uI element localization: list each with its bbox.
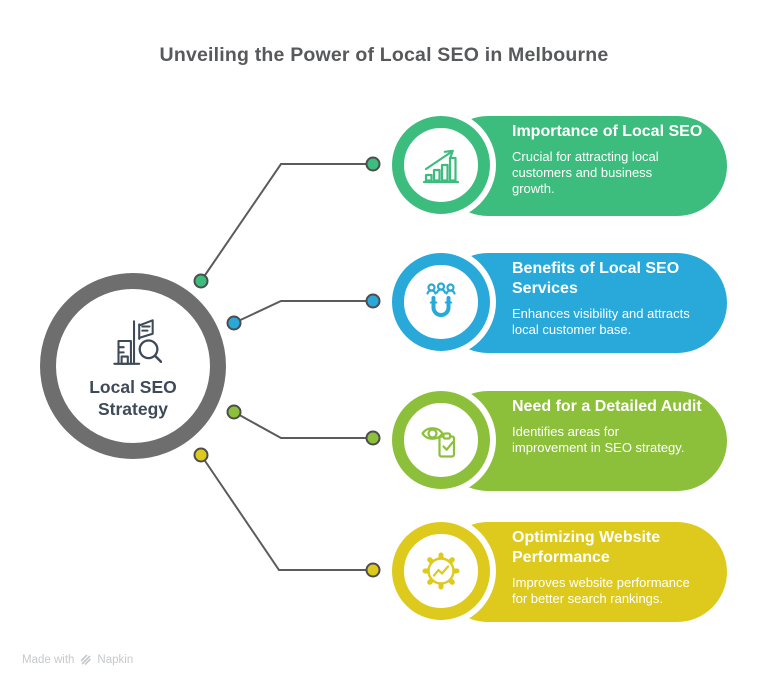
card-icon-badge — [392, 116, 490, 214]
connector-line-2 — [233, 300, 373, 324]
connector-dot — [193, 273, 209, 289]
card-description: Enhances visibility and attracts local c… — [512, 306, 690, 337]
card-title: Need for a Detailed Audit — [512, 398, 702, 415]
card-icon-badge — [392, 391, 490, 489]
connector-dot — [226, 404, 242, 420]
card-description: Identifies areas for improvement in SEO … — [512, 424, 685, 455]
card-icon-badge — [392, 522, 490, 620]
page-title: Unveiling the Power of Local SEO in Melb… — [159, 44, 609, 66]
card-title: Benefits of Local SEO Services — [512, 260, 680, 297]
card-title: Optimizing Website Performance — [512, 529, 661, 566]
connector-dot — [193, 447, 209, 463]
card-title: Importance of Local SEO — [512, 123, 703, 140]
connector-dot — [226, 315, 242, 331]
gear-performance-icon — [422, 552, 460, 590]
connector-line-1 — [200, 163, 373, 282]
card-description: Crucial for attracting local customers a… — [512, 149, 659, 196]
card-importance-of-local-seo: Importance of Local SEO Crucial for attr… — [392, 115, 727, 216]
card-need-for-detailed-audit: Need for a Detailed Audit Identifies are… — [392, 390, 727, 491]
magnet-audience-icon — [426, 282, 456, 317]
card-background: Optimizing Website Performance Improves … — [438, 522, 727, 622]
growth-chart-icon — [422, 149, 460, 184]
central-node: Local SEO Strategy — [40, 273, 226, 459]
connector-dot — [365, 562, 381, 578]
card-benefits-of-local-seo-services: Benefits of Local SEO Services Enhances … — [392, 252, 727, 353]
connector-dot — [365, 293, 381, 309]
connector-line-4 — [200, 454, 373, 571]
buildings-search-icon — [113, 319, 162, 365]
connector-dot — [365, 430, 381, 446]
card-description: Improves website performance for better … — [512, 575, 690, 606]
audit-eye-checklist-icon — [421, 427, 456, 458]
connector-line-3 — [233, 411, 373, 439]
watermark-brand: Napkin — [97, 653, 134, 666]
central-node-label: Local SEO Strategy — [89, 377, 177, 419]
card-icon-badge — [392, 253, 490, 351]
card-optimizing-website-performance: Optimizing Website Performance Improves … — [392, 521, 727, 622]
watermark-prefix: Made with — [22, 653, 75, 666]
napkin-logo-icon — [81, 654, 92, 665]
napkin-watermark[interactable]: Made with Napkin — [22, 653, 133, 666]
connector-dot — [365, 156, 381, 172]
